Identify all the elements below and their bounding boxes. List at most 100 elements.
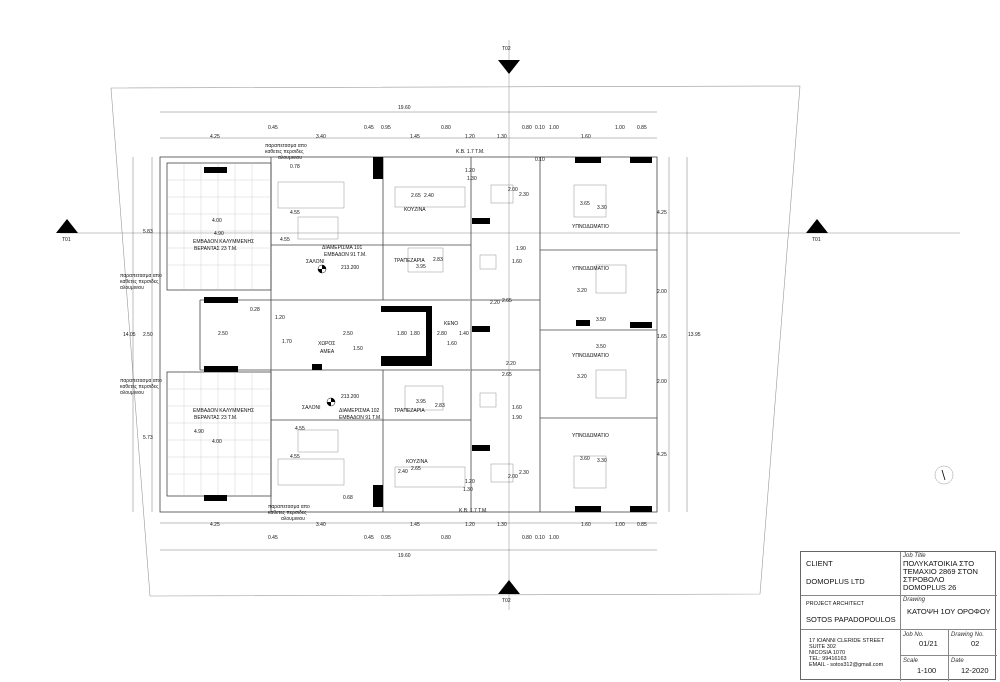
job-no: 01/21 bbox=[919, 639, 938, 648]
svg-text:Κ.Β. 1.7 Τ.Μ.: Κ.Β. 1.7 Τ.Μ. bbox=[456, 149, 485, 155]
job-no-label: Job No. bbox=[903, 632, 924, 638]
svg-text:ΣΑΛΟΝΙ: ΣΑΛΟΝΙ bbox=[306, 259, 325, 265]
svg-text:ΥΠΝΟΔΩΜΑΤΙΟ: ΥΠΝΟΔΩΜΑΤΙΟ bbox=[572, 353, 609, 359]
svg-text:ΔΙΑΜΕΡΙΣΜΑ 102: ΔΙΑΜΕΡΙΣΜΑ 102 bbox=[339, 408, 380, 414]
date-cell: Date 12-2020 bbox=[949, 656, 997, 681]
address-line-2: SUITE 302 bbox=[809, 644, 836, 650]
svg-text:3.65: 3.65 bbox=[580, 201, 590, 207]
client-cell: CLIENT DOMOPLUS LTD bbox=[801, 552, 901, 596]
svg-text:1.80: 1.80 bbox=[397, 331, 407, 337]
svg-text:3.40: 3.40 bbox=[316, 134, 326, 140]
svg-text:0.28: 0.28 bbox=[250, 307, 260, 313]
svg-text:0.85: 0.85 bbox=[637, 125, 647, 131]
svg-text:1.30: 1.30 bbox=[497, 522, 507, 528]
svg-text:ΕΜΒΑΔΟΝ ΚΑΛΥΜΜΕΝΗΣ: ΕΜΒΑΔΟΝ ΚΑΛΥΜΜΕΝΗΣ bbox=[193, 408, 254, 414]
svg-text:1.90: 1.90 bbox=[516, 246, 526, 252]
svg-text:0.45: 0.45 bbox=[268, 125, 278, 131]
svg-text:παραπετασμα απο: παραπετασμα απο bbox=[120, 378, 162, 384]
svg-text:4.55: 4.55 bbox=[290, 210, 300, 216]
svg-text:3.60: 3.60 bbox=[580, 456, 590, 462]
drawing-title: ΚΑΤΟΨΗ 1ΟΥ ΟΡΟΦΟΥ bbox=[907, 607, 991, 616]
svg-text:2.00: 2.00 bbox=[508, 474, 518, 480]
interior-dimensions: 0.78 2.65 2.40 1.20 1.30 0.10 2.00 2.30 … bbox=[194, 157, 607, 501]
svg-text:19.60: 19.60 bbox=[398, 553, 411, 559]
svg-text:ΚΕΝΟ: ΚΕΝΟ bbox=[444, 321, 458, 327]
svg-text:0.45: 0.45 bbox=[364, 125, 374, 131]
svg-text:2.65: 2.65 bbox=[411, 193, 421, 199]
architect-label: PROJECT ARCHITECT bbox=[806, 601, 865, 607]
svg-text:4.25: 4.25 bbox=[210, 522, 220, 528]
svg-text:1.40: 1.40 bbox=[459, 331, 469, 337]
svg-text:παραπετασμα απο: παραπετασμα απο bbox=[120, 273, 162, 279]
section-marker-t01-left: T01 bbox=[56, 219, 78, 243]
svg-text:0.80: 0.80 bbox=[441, 535, 451, 541]
level-marker-top bbox=[317, 264, 327, 274]
svg-text:4.55: 4.55 bbox=[280, 237, 290, 243]
top-dimension-row: 4.25 3.40 1.45 1.20 1.30 1.60 1.00 0.85 … bbox=[210, 125, 647, 140]
svg-text:1.00: 1.00 bbox=[549, 535, 559, 541]
svg-text:ΤΡΑΠΕΖΑΡΙΑ: ΤΡΑΠΕΖΑΡΙΑ bbox=[394, 408, 425, 414]
svg-text:1.45: 1.45 bbox=[410, 522, 420, 528]
room-labels: ΚΟΥΖΙΝΑ ΚΟΥΖΙΝΑ ΤΡΑΠΕΖΑΡΙΑ ΤΡΑΠΕΖΑΡΙΑ ΣΑ… bbox=[193, 149, 609, 514]
svg-text:2.00: 2.00 bbox=[508, 187, 518, 193]
svg-text:1.90: 1.90 bbox=[512, 415, 522, 421]
rail-note-bottom: παραπετασμα απο καθετες περσιδες αλουμιν… bbox=[268, 504, 310, 522]
svg-text:1.00: 1.00 bbox=[615, 522, 625, 528]
scale-label: Scale bbox=[903, 658, 919, 664]
north-arrow-icon bbox=[934, 465, 954, 485]
svg-text:4.25: 4.25 bbox=[657, 452, 667, 458]
svg-text:13.95: 13.95 bbox=[688, 332, 701, 338]
svg-text:1.65: 1.65 bbox=[657, 334, 667, 340]
svg-text:ΑΜΕΑ: ΑΜΕΑ bbox=[320, 349, 335, 355]
svg-text:1.60: 1.60 bbox=[581, 522, 591, 528]
svg-text:0.85: 0.85 bbox=[637, 522, 647, 528]
svg-text:1.60: 1.60 bbox=[512, 259, 522, 265]
drawing-label: Drawing bbox=[903, 597, 926, 603]
date-label: Date bbox=[951, 658, 964, 664]
svg-text:3.20: 3.20 bbox=[577, 288, 587, 294]
svg-text:1.80: 1.80 bbox=[410, 331, 420, 337]
svg-text:0.45: 0.45 bbox=[268, 535, 278, 541]
svg-text:2.50: 2.50 bbox=[218, 331, 228, 337]
svg-text:1.45: 1.45 bbox=[410, 134, 420, 140]
svg-text:2.65: 2.65 bbox=[502, 298, 512, 304]
svg-text:0.78: 0.78 bbox=[290, 164, 300, 170]
svg-text:καθετες περσιδες: καθετες περσιδες bbox=[268, 510, 307, 516]
svg-text:1.20: 1.20 bbox=[465, 134, 475, 140]
svg-text:2.00: 2.00 bbox=[657, 289, 667, 295]
level-marker-bottom bbox=[326, 397, 336, 407]
svg-text:4.25: 4.25 bbox=[657, 210, 667, 216]
svg-text:4.90: 4.90 bbox=[214, 231, 224, 237]
svg-text:αλουμινιου: αλουμινιου bbox=[281, 516, 305, 522]
svg-text:Κ.Β. 1.7 Τ.Μ.: Κ.Β. 1.7 Τ.Μ. bbox=[459, 508, 488, 514]
date-value: 12-2020 bbox=[961, 666, 989, 675]
client-label: CLIENT bbox=[806, 559, 833, 568]
svg-text:1.30: 1.30 bbox=[467, 176, 477, 182]
svg-text:ΒΕΡΑΝΤΑΣ 23 Τ.Μ.: ΒΕΡΑΝΤΑΣ 23 Τ.Μ. bbox=[194, 415, 237, 421]
svg-text:0.80: 0.80 bbox=[522, 125, 532, 131]
drawing-no: 02 bbox=[971, 639, 980, 648]
verandah-tiles bbox=[167, 163, 271, 496]
svg-text:T02: T02 bbox=[502, 598, 511, 604]
svg-text:αλουμινιου: αλουμινιου bbox=[278, 155, 302, 161]
side-dimensions: 5.83 2.50 5.73 4.25 2.00 1.65 2.00 4.25 bbox=[143, 210, 667, 458]
rail-note-left-top: παραπετασμα απο καθετες περσιδες αλουμιν… bbox=[120, 273, 162, 291]
svg-text:2.65: 2.65 bbox=[411, 466, 421, 472]
svg-text:2.40: 2.40 bbox=[398, 469, 408, 475]
svg-text:4.55: 4.55 bbox=[290, 454, 300, 460]
svg-text:παραπετασμα απο: παραπετασμα απο bbox=[268, 504, 310, 510]
svg-text:5.73: 5.73 bbox=[143, 435, 153, 441]
svg-text:ΕΜΒΑΔΟΝ ΚΑΛΥΜΜΕΝΗΣ: ΕΜΒΑΔΟΝ ΚΑΛΥΜΜΕΝΗΣ bbox=[193, 239, 254, 245]
svg-text:1.00: 1.00 bbox=[549, 125, 559, 131]
svg-text:3.30: 3.30 bbox=[597, 205, 607, 211]
svg-text:2.80: 2.80 bbox=[437, 331, 447, 337]
svg-text:0.95: 0.95 bbox=[381, 535, 391, 541]
svg-text:0.68: 0.68 bbox=[343, 495, 353, 501]
svg-text:T01: T01 bbox=[62, 237, 71, 243]
svg-text:αλουμινιου: αλουμινιου bbox=[120, 390, 144, 396]
overall-dimensions: 19.60 19.60 14.05 13.95 bbox=[123, 105, 701, 559]
svg-text:καθετες περσιδες: καθετες περσιδες bbox=[265, 149, 304, 155]
svg-text:213.200: 213.200 bbox=[341, 265, 359, 271]
svg-text:ΥΠΝΟΔΩΜΑΤΙΟ: ΥΠΝΟΔΩΜΑΤΙΟ bbox=[572, 224, 609, 230]
